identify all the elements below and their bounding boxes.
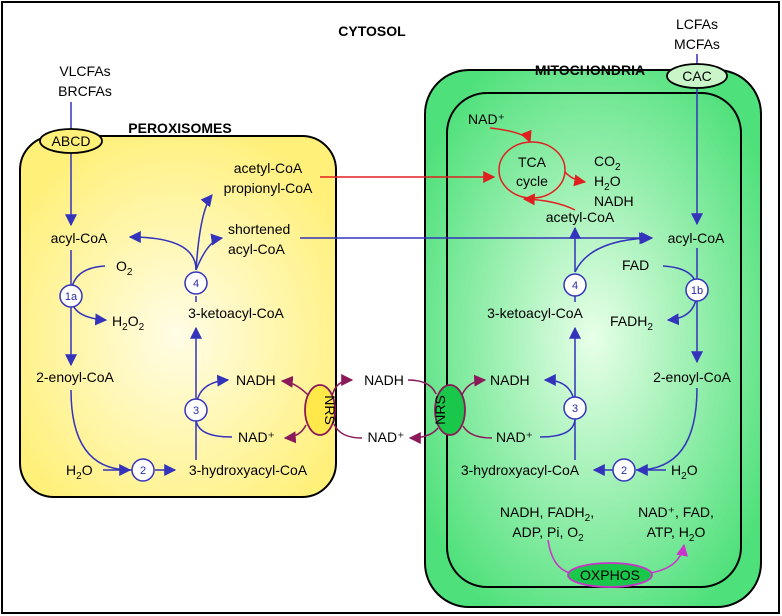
per-propionyl-coa: propionyl-CoA (224, 180, 313, 196)
arrow-oxphos-outputs (649, 543, 689, 574)
step-4-mito-label: 4 (572, 280, 578, 292)
arrow-enoylcoa-to-step2-per (70, 389, 132, 476)
arrow-step4-to-acetylcoa-per (195, 194, 213, 271)
arrow-step4-to-acylcoa-mito (574, 232, 652, 273)
step-circles (59, 271, 709, 482)
cac-label: CAC (682, 68, 712, 84)
cyt-nadh: NADH (364, 372, 404, 388)
brcfas-label: BRCFAs (58, 83, 112, 99)
mitochondria-label: MITOCHONDRIA (535, 62, 645, 78)
per-h2o: H2O (66, 462, 93, 482)
step-4-per-label: 4 (193, 278, 199, 290)
step-3-mito-circle (563, 396, 587, 420)
nrs-peroxisome-label: NRS (322, 395, 338, 425)
oxphos-arrows (547, 539, 689, 574)
mito-nadplus: NAD⁺ (496, 429, 533, 445)
mito-ketoacyl-coa: 3-ketoacyl-CoA (487, 305, 583, 321)
cac-transporter (666, 63, 728, 89)
step-1b-circle (685, 278, 709, 302)
arrow-enoylcoa-to-step2-mito (635, 387, 698, 476)
tca-h2o: H2O (594, 173, 621, 193)
tca-label-1: TCA (518, 154, 547, 170)
step-1a-circle (59, 284, 83, 308)
oxphos-outputs-line1: NAD⁺, FAD, (638, 504, 714, 520)
tca-label-2: cycle (516, 173, 548, 189)
arrow-step4-to-acylcoa-per (128, 231, 197, 271)
per-shortened-2: acyl-CoA (228, 241, 285, 257)
arrow-oxphos-inputs (547, 539, 571, 574)
step-2-mito-label: 2 (621, 465, 627, 477)
step-1a-label: 1a (65, 291, 78, 303)
step-3-per-circle (184, 398, 208, 422)
abcd-transporter (39, 128, 103, 154)
per-acetyl-coa: acetyl-CoA (234, 160, 303, 176)
step-2-per-circle (131, 458, 155, 482)
mito-fadh2: FADH2 (610, 313, 653, 333)
arrow-nadplus-to-step3-mito (539, 417, 576, 438)
abcd-label: ABCD (52, 133, 91, 149)
arrow-tca-to-products (564, 171, 587, 187)
peroxisomes-label: PEROXISOMES (128, 120, 231, 136)
arrow-nrs-mito-to-nadplus-cyt (408, 427, 439, 444)
arrow-step4-to-shortened (195, 233, 224, 271)
per-enoyl-coa: 2-enoyl-CoA (36, 369, 114, 385)
cytosol-label: CYTOSOL (338, 23, 406, 39)
arrow-acetylcoa-into-tca (522, 193, 576, 211)
vlcfas-label: VLCFAs (59, 63, 110, 79)
mito-hydroxyacyl-coa: 3-hydroxyacyl-CoA (461, 462, 580, 478)
per-nadplus: NAD⁺ (238, 429, 275, 445)
nrs-mitochondria-label: NRS (432, 395, 448, 425)
cyt-nadplus: NAD⁺ (368, 429, 405, 445)
mito-enoyl-coa: 2-enoyl-CoA (653, 369, 731, 385)
per-o2: O2 (116, 258, 133, 278)
per-acyl-coa: acyl-CoA (51, 230, 108, 246)
per-ketoacyl-coa: 3-ketoacyl-CoA (188, 305, 284, 321)
mito-h2o: H2O (671, 462, 698, 482)
carbon-arrows (320, 127, 587, 211)
arrow-nrs-mito-to-nadh-mito (461, 374, 487, 396)
tca-nadplus: NAD⁺ (468, 111, 505, 127)
mito-fad: FAD (622, 257, 649, 273)
arrow-nrs-to-nadh-cyt (331, 374, 354, 397)
step-2-mito-circle (612, 458, 636, 482)
step-3-per-label: 3 (193, 405, 199, 417)
step-3-mito-label: 3 (572, 403, 578, 415)
arrow-nadh-cyt-to-nrs-mito (407, 379, 437, 395)
per-hydroxyacyl-coa: 3-hydroxyacyl-CoA (189, 462, 308, 478)
arrow-nadplus-into-tca (489, 127, 532, 144)
mito-acetyl-coa: acetyl-CoA (546, 209, 615, 225)
per-h2o2: H2O2 (112, 313, 145, 333)
tca-co2: CO2 (594, 153, 621, 173)
step-4-mito-circle (563, 273, 587, 297)
per-nadh: NADH (236, 372, 276, 388)
arrow-nrs-to-nadplus-per (283, 424, 307, 444)
oxphos-inputs-line1: NADH, FADH2, (500, 504, 594, 524)
oxphos-complex (567, 562, 653, 588)
peroxisome-compartment (19, 135, 337, 498)
oxphos-outputs-line2: ATP, H2O (647, 524, 706, 544)
arrow-nrs-to-nadh-per (280, 375, 309, 396)
lcfas-label: LCFAs (676, 16, 718, 32)
mito-nadh: NADH (490, 372, 530, 388)
mitochondria-outer-membrane (424, 69, 762, 608)
oxphos-label: OXPHOS (580, 567, 640, 583)
arrow-nadplus-mito-to-nrs (462, 425, 493, 439)
step-4-per-circle (184, 271, 208, 295)
step-2-per-label: 2 (140, 465, 146, 477)
mcfas-label: MCFAs (674, 36, 720, 52)
arrow-nadplus-cyt-to-nrs (333, 423, 363, 439)
step-1b-label: 1b (691, 285, 703, 297)
nrs-mitochondria-shuttle (434, 384, 466, 436)
nrs-arrows (280, 374, 493, 444)
mito-acyl-coa: acyl-CoA (668, 230, 725, 246)
per-shortened-1: shortened (228, 221, 290, 237)
oxphos-inputs-line2: ADP, Pi, O2 (512, 524, 584, 544)
nrs-peroxisome-shuttle (304, 384, 336, 436)
tca-nadh: NADH (594, 193, 634, 209)
